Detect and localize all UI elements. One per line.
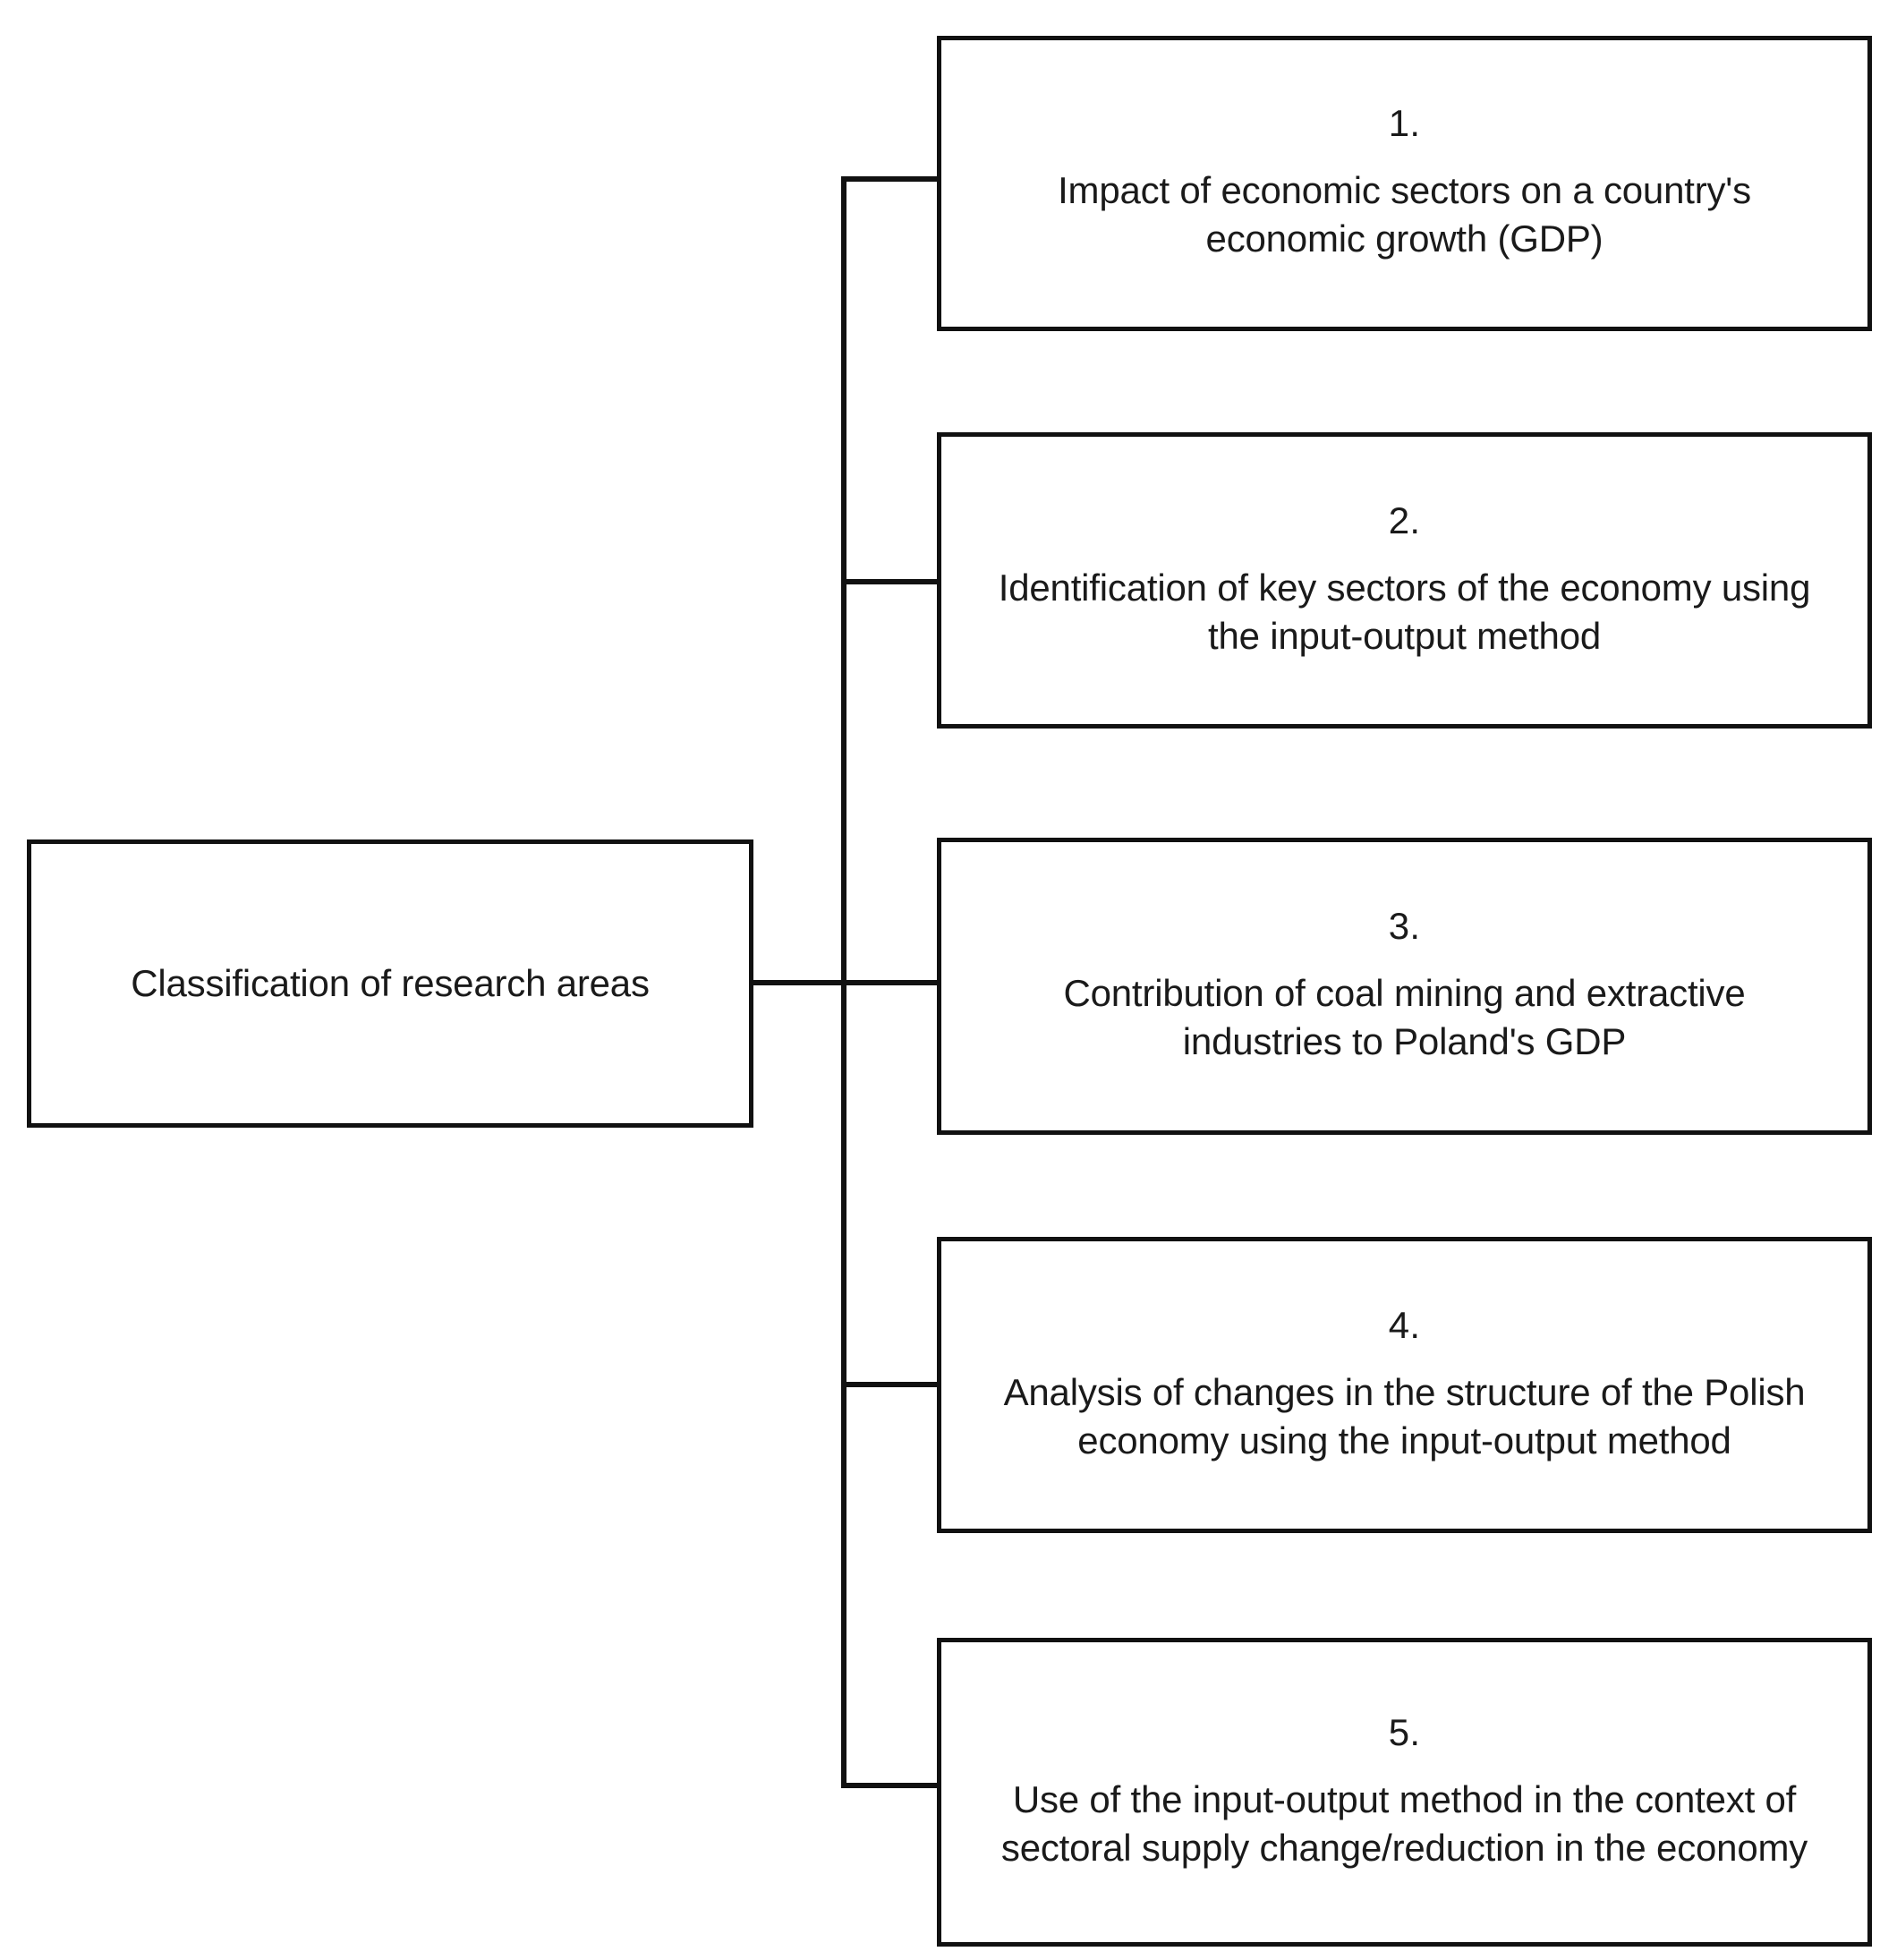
root-node-label: Classification of research areas	[131, 962, 650, 1005]
branch-node-5: 5. Use of the input-output method in the…	[937, 1638, 1872, 1947]
spine-to-node-4-connector	[841, 1382, 940, 1387]
branch-node-2-number: 2.	[1388, 499, 1421, 541]
branch-node-4: 4. Analysis of changes in the structure …	[937, 1237, 1872, 1533]
branch-node-5-label: Use of the input-output method in the co…	[1000, 1777, 1808, 1869]
branch-node-1: 1. Impact of economic sectors on a count…	[937, 36, 1872, 331]
branch-node-1-number: 1.	[1388, 102, 1421, 145]
branch-node-4-number: 4.	[1388, 1303, 1421, 1346]
spine-to-node-1-connector	[841, 176, 940, 182]
branch-node-3: 3. Contribution of coal mining and extra…	[937, 838, 1872, 1135]
branch-node-3-label: Contribution of coal mining and extracti…	[1063, 972, 1746, 1063]
spine-to-node-3-connector	[841, 980, 940, 985]
spine-to-node-5-connector	[841, 1783, 940, 1788]
branch-node-5-number: 5.	[1388, 1710, 1421, 1753]
root-node-classification-of-research-areas: Classification of research areas	[27, 839, 753, 1128]
branch-node-3-number: 3.	[1388, 905, 1421, 948]
branch-node-2-label: Identification of key sectors of the eco…	[998, 566, 1811, 657]
spine-to-node-2-connector	[841, 579, 940, 584]
branch-node-1-label: Impact of economic sectors on a country'…	[1058, 169, 1751, 260]
root-to-spine-connector	[750, 980, 845, 985]
branch-node-4-label: Analysis of changes in the structure of …	[1003, 1370, 1806, 1461]
branch-node-2: 2. Identification of key sectors of the …	[937, 432, 1872, 729]
